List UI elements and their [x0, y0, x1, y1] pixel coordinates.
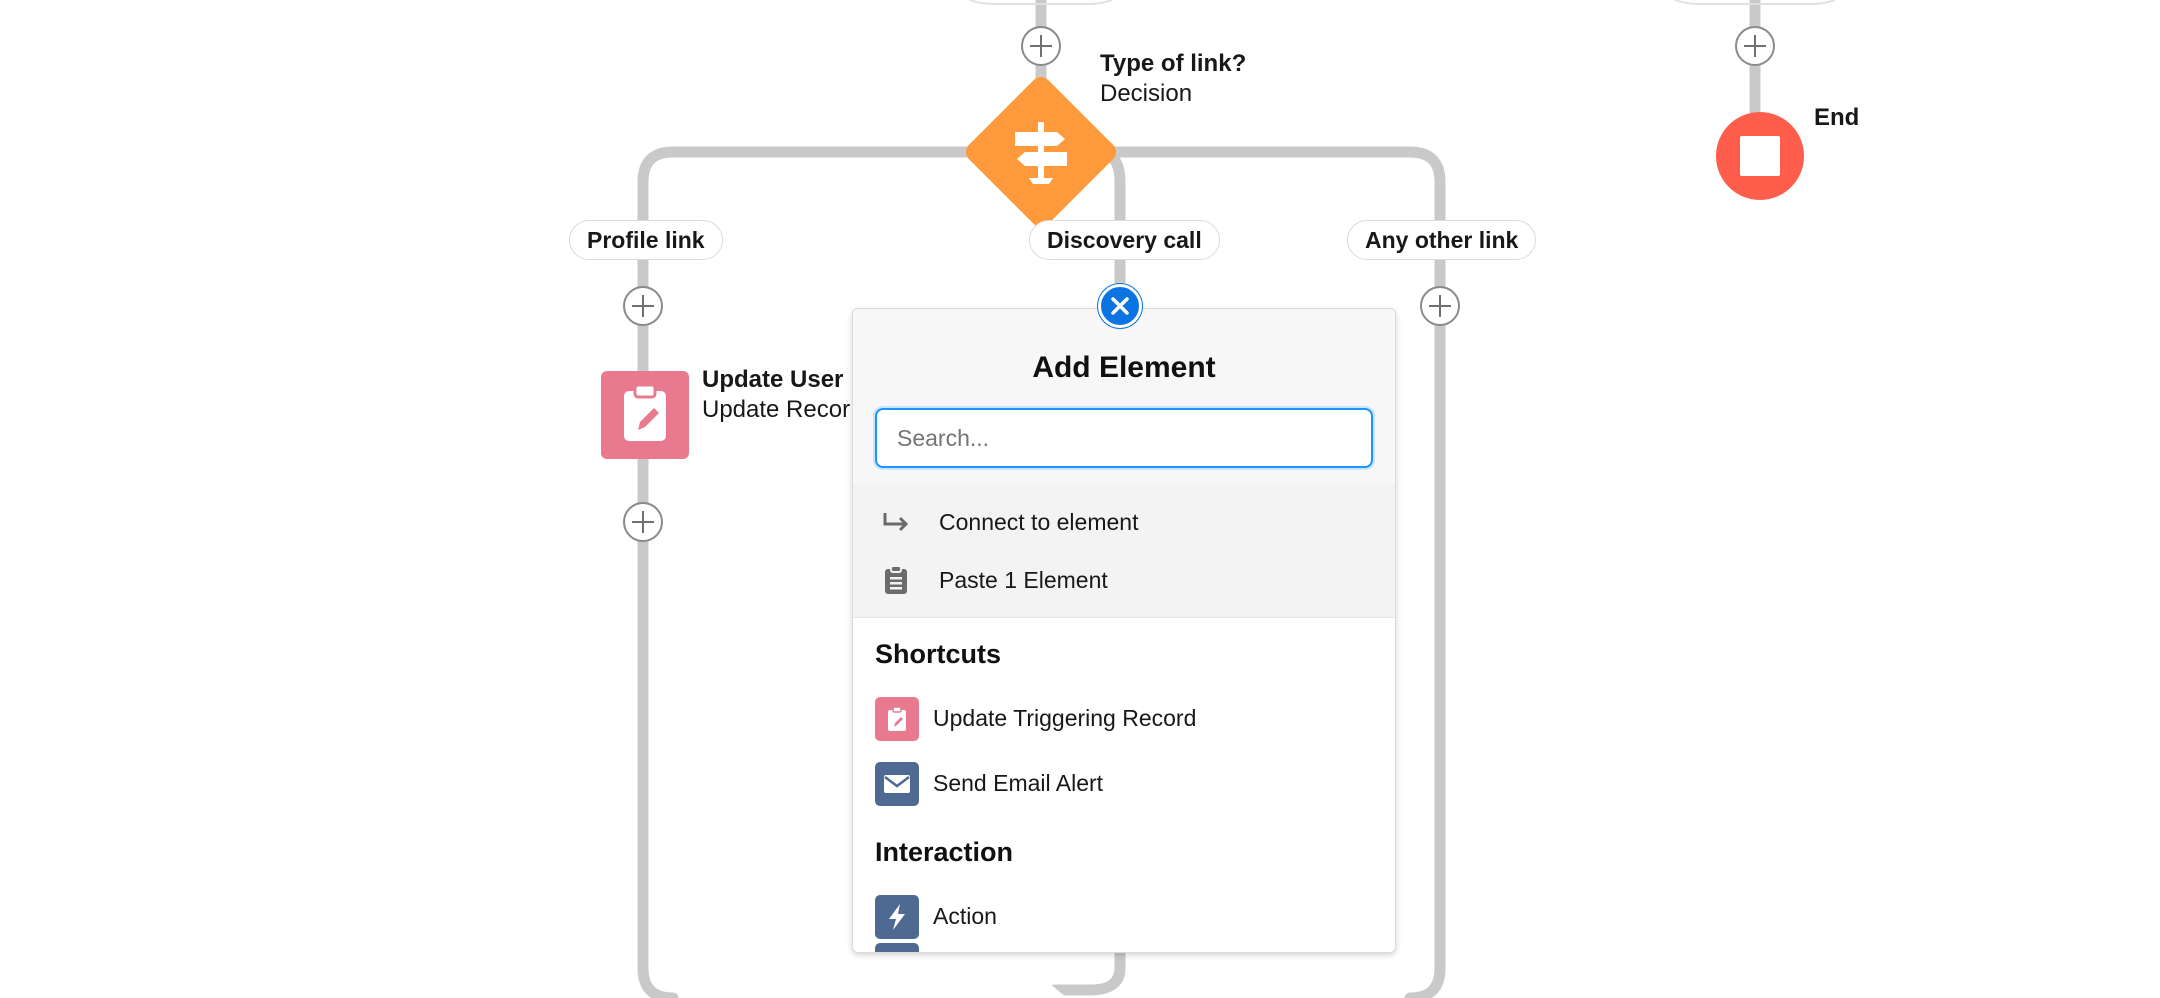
section-title-interaction: Interaction — [875, 837, 1014, 867]
update-records-node[interactable] — [601, 371, 689, 459]
update-triggering-record-item[interactable]: Update Triggering Record — [853, 686, 1395, 751]
clipboard-paste-icon — [881, 565, 911, 595]
decision-label: Type of link? Decision — [1100, 49, 1246, 109]
signpost-icon — [1015, 122, 1067, 184]
end-node[interactable] — [1716, 112, 1804, 200]
end-title: End — [1814, 104, 1860, 131]
merge-notch — [1015, 978, 1067, 998]
quick-actions: Connect to element Paste 1 Element — [853, 483, 1395, 618]
update-records-title: Update User — [702, 366, 844, 393]
end-label: End — [1814, 103, 1859, 133]
add-element-button[interactable] — [1735, 26, 1775, 66]
next-item-icon-partial — [875, 943, 919, 952]
search-input[interactable] — [875, 408, 1373, 468]
update-records-subtitle: Update Recor — [702, 396, 851, 423]
decision-subtitle: Decision — [1100, 80, 1193, 107]
add-element-button[interactable] — [623, 286, 663, 326]
branch-label-any-other-link[interactable]: Any other link — [1347, 220, 1537, 260]
close-icon — [1111, 297, 1129, 315]
branch-label-profile-link[interactable]: Profile link — [569, 220, 723, 260]
envelope-icon — [875, 761, 919, 806]
panel-title: Add Element — [1032, 351, 1216, 384]
close-menu-button[interactable] — [1098, 284, 1142, 328]
panel-header: Add Element — [853, 309, 1395, 483]
add-element-button[interactable] — [623, 502, 663, 542]
connector-arrow-icon — [881, 507, 911, 537]
decision-title: Type of link? — [1100, 50, 1247, 77]
stop-icon — [1740, 136, 1780, 176]
action-item[interactable]: Action — [853, 884, 1395, 949]
section-title-shortcuts: Shortcuts — [875, 639, 1002, 669]
clipboard-edit-icon — [624, 383, 666, 441]
add-element-panel: Add Element Connect to element — [852, 308, 1396, 953]
connect-to-element-item[interactable]: Connect to element — [853, 493, 1395, 551]
lightning-icon — [875, 894, 919, 939]
send-email-alert-item[interactable]: Send Email Alert — [853, 751, 1395, 816]
paste-element-label: Paste 1 Element — [939, 566, 1108, 593]
update-records-label: Update User Update Recor — [702, 365, 850, 425]
add-element-button[interactable] — [1021, 26, 1061, 66]
paste-element-item[interactable]: Paste 1 Element — [853, 551, 1395, 609]
add-element-button[interactable] — [1420, 286, 1460, 326]
send-email-alert-label: Send Email Alert — [933, 770, 1104, 796]
connect-to-element-label: Connect to element — [939, 508, 1139, 535]
action-label: Action — [933, 903, 997, 929]
branch-label-discovery-call[interactable]: Discovery call — [1029, 220, 1220, 260]
update-triggering-record-label: Update Triggering Record — [933, 705, 1197, 731]
clipboard-edit-icon — [875, 696, 919, 741]
